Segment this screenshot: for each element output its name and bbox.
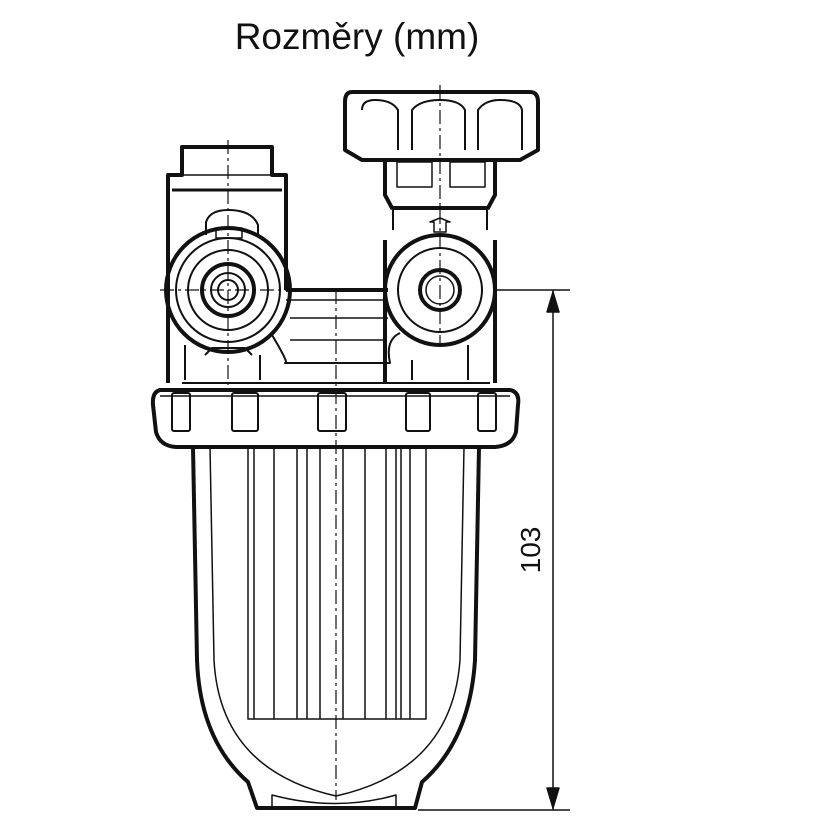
dimension-label: 103 <box>515 527 546 574</box>
drawing-title: Rozměry (mm) <box>234 16 480 57</box>
height-dimension <box>418 289 570 811</box>
filter-element <box>247 446 427 720</box>
bowl-collar <box>150 382 521 449</box>
bridge-body <box>184 288 469 380</box>
center-lines <box>160 85 441 800</box>
